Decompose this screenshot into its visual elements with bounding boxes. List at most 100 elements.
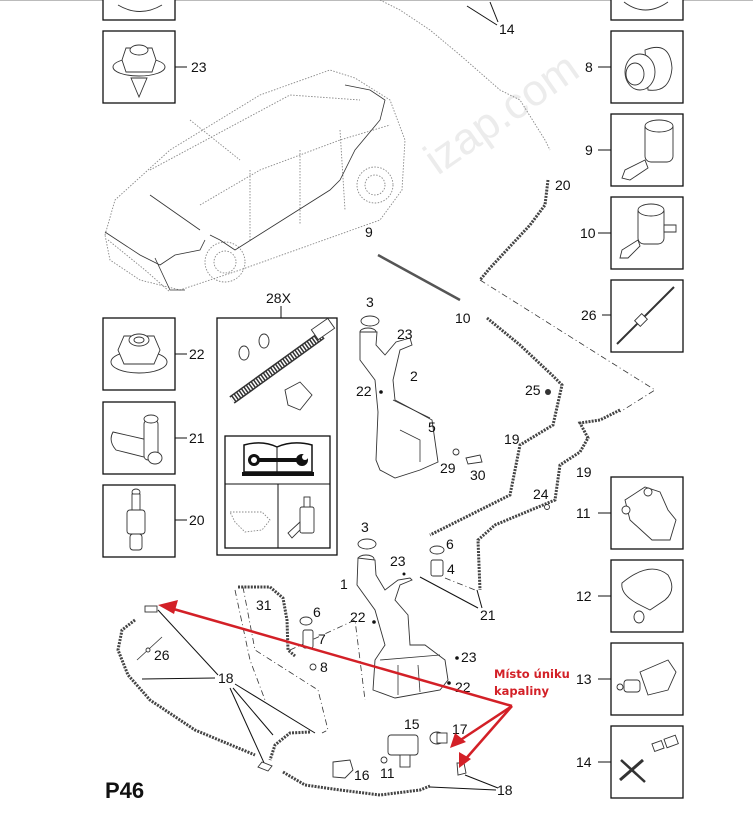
callout-31: 31 xyxy=(256,597,272,613)
hose-connector-icon xyxy=(126,488,146,551)
callout-29: 29 xyxy=(440,460,456,476)
reservoir-cap-icon xyxy=(357,538,377,550)
callout-30: 30 xyxy=(470,467,486,483)
callout-19: 19 xyxy=(576,464,592,480)
part-11 xyxy=(380,756,388,764)
callout-18: 18 xyxy=(497,782,513,798)
hose-31 xyxy=(238,585,296,658)
leak-location-label: Místo úniku xyxy=(494,667,570,681)
callout-25: 25 xyxy=(525,382,541,398)
leak-annotation-arrows xyxy=(158,600,513,768)
callout-6: 6 xyxy=(446,536,454,552)
top-border xyxy=(0,0,753,1)
page-code: P46 xyxy=(105,778,144,803)
leak-location-label-2: kapaliny xyxy=(494,684,549,698)
part-box-22[interactable]: 22 xyxy=(102,317,205,391)
washer-line xyxy=(377,253,461,302)
part-16 xyxy=(332,759,354,779)
part-box-20[interactable]: 20 xyxy=(102,484,205,558)
hose-kit-icon xyxy=(229,317,336,411)
part-box-8[interactable]: 8 xyxy=(585,30,684,104)
callout-3: 3 xyxy=(366,294,374,310)
part-box-21[interactable]: 21 xyxy=(102,401,205,475)
callout-11: 11 xyxy=(380,765,395,781)
kit-28x[interactable]: 28X xyxy=(216,290,338,556)
hose-19 xyxy=(429,179,621,591)
washer-pump-icon xyxy=(619,203,677,259)
flange-nut-icon xyxy=(110,333,168,374)
part-number: 22 xyxy=(189,346,205,362)
part-number: 21 xyxy=(189,430,205,446)
grommet-icon xyxy=(624,46,673,91)
callout-22: 22 xyxy=(356,383,372,399)
part-box-26[interactable]: 26 xyxy=(581,279,684,353)
part-box-12[interactable]: 12 xyxy=(576,559,684,633)
nozzle-jet-icon xyxy=(619,734,679,783)
part-box-9[interactable]: 9 xyxy=(585,113,684,187)
callout-6: 6 xyxy=(313,604,321,620)
part-box-11[interactable]: 11 xyxy=(576,476,684,550)
kit-number: 28X xyxy=(266,290,292,306)
reservoir-cap-icon xyxy=(360,315,380,327)
callout-23: 23 xyxy=(390,553,406,569)
car-silhouette-icon xyxy=(229,511,271,533)
callout-15: 15 xyxy=(404,716,420,732)
part-number: 23 xyxy=(191,59,207,75)
part-15 xyxy=(387,734,419,768)
callout-8: 8 xyxy=(320,659,328,675)
part-17 xyxy=(429,731,448,745)
callout-24: 24 xyxy=(533,486,549,502)
watermark: izap.com xyxy=(415,43,587,184)
callout-5: 5 xyxy=(428,419,436,435)
callout-18: 18 xyxy=(218,670,234,686)
part-box-top-right[interactable] xyxy=(610,0,684,21)
callout-17: 17 xyxy=(452,721,468,737)
front-washer-reservoir[interactable] xyxy=(356,538,449,699)
rear-washer-reservoir[interactable] xyxy=(359,315,439,479)
part-number: 9 xyxy=(585,142,593,158)
callout-23: 23 xyxy=(461,649,477,665)
part-number: 14 xyxy=(576,754,592,770)
routing-line xyxy=(242,586,329,734)
callout-7: 7 xyxy=(318,631,326,647)
vehicle-outline xyxy=(104,0,551,293)
headlamp-washer-pump-icon xyxy=(621,486,677,541)
hose-18 xyxy=(116,618,431,797)
routing-line xyxy=(234,589,266,701)
callout-10: 10 xyxy=(455,310,471,326)
part-number: 8 xyxy=(585,59,593,75)
part-box-10[interactable]: 10 xyxy=(580,196,684,270)
manual-wrench-icon xyxy=(242,442,314,476)
callout-9: 9 xyxy=(365,224,373,240)
callout-21: 21 xyxy=(480,607,496,623)
washer-pump-icon xyxy=(287,496,315,539)
part-box-13[interactable]: 13 xyxy=(576,642,684,716)
callout-1: 1 xyxy=(340,576,348,592)
callout-20: 20 xyxy=(555,177,571,193)
part-number: 13 xyxy=(576,671,592,687)
part-number: 26 xyxy=(581,307,597,323)
callout-3: 3 xyxy=(361,519,369,535)
callout-19: 19 xyxy=(504,431,520,447)
part-box-23[interactable]: 23 xyxy=(102,30,207,104)
routing-line xyxy=(479,279,656,413)
washer-pump-4 xyxy=(429,545,445,577)
callout-2: 2 xyxy=(410,368,418,384)
callout-23: 23 xyxy=(397,326,413,342)
t-connector-icon xyxy=(110,414,163,465)
callout-22: 22 xyxy=(350,609,366,625)
part-number: 12 xyxy=(576,588,592,604)
part-box-14[interactable]: 14 xyxy=(576,725,684,799)
headlamp-nozzle-icon xyxy=(616,659,677,696)
callout-26: 26 xyxy=(154,647,170,663)
callout-14: 14 xyxy=(499,21,515,37)
self-tapping-screw-icon xyxy=(112,44,166,99)
callout-16: 16 xyxy=(354,767,370,783)
callout-4: 4 xyxy=(447,561,455,577)
washer-nozzle-icon xyxy=(621,568,673,624)
part-number: 11 xyxy=(576,505,591,521)
washer-pump-icon xyxy=(621,119,674,181)
cable-tie-icon xyxy=(616,286,675,345)
part-number: 10 xyxy=(580,225,596,241)
